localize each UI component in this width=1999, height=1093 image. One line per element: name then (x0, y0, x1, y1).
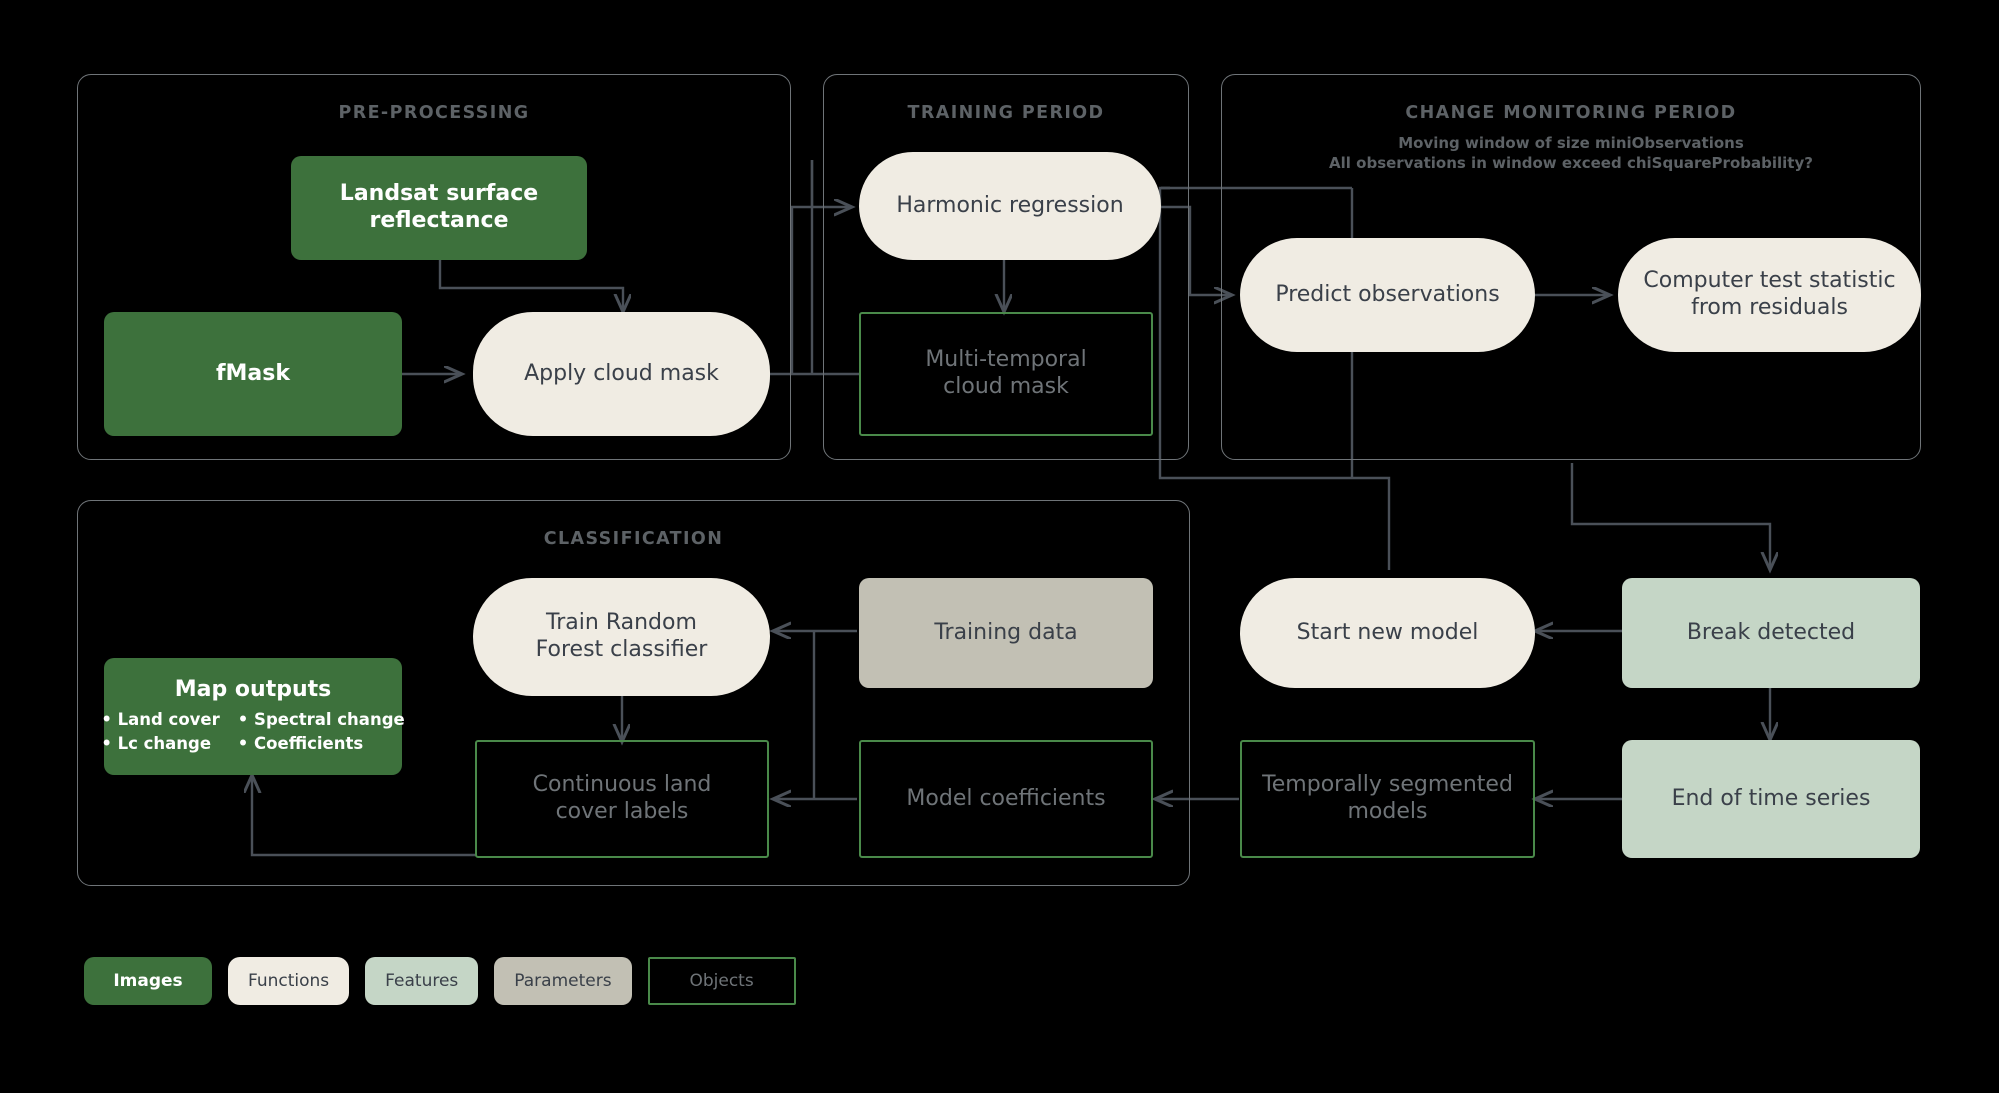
map-output-item: • Coefficients (237, 734, 364, 754)
map-output-item: • Land cover (101, 710, 220, 730)
map-output-item: • Lc change (101, 734, 212, 754)
panel-title-pre-processing: PRE-PROCESSING (338, 103, 530, 123)
panel-training-period: TRAINING PERIOD (823, 74, 1189, 460)
node-apply-cloud-mask[interactable]: Apply cloud mask (473, 312, 770, 436)
node-map-outputs[interactable]: Map outputs • Land cover • Lc change • S… (101, 658, 405, 775)
node-start-new-model[interactable]: Start new model (1240, 578, 1535, 688)
node-fmask[interactable]: fMask (104, 312, 402, 436)
map-output-item: • Spectral change (237, 710, 405, 730)
panel-change-monitoring-period: CHANGE MONITORING PERIOD Moving window o… (1221, 74, 1921, 460)
map-outputs-column-left: • Land cover • Lc change (101, 708, 219, 756)
map-outputs-title: Map outputs (174, 676, 332, 702)
panel-pre-processing: PRE-PROCESSING (77, 74, 791, 460)
legend-item-images[interactable]: Images (84, 957, 212, 1005)
panel-title-classification: CLASSIFICATION (543, 529, 724, 549)
node-predict-observations[interactable]: Predict observations (1240, 238, 1535, 352)
legend-item-features[interactable]: Features (365, 957, 479, 1005)
node-break-detected[interactable]: Break detected (1622, 578, 1920, 688)
panel-classification: CLASSIFICATION (77, 500, 1190, 886)
map-outputs-column-right: • Spectral change • Coefficients (238, 708, 405, 756)
node-training-data[interactable]: Training data (859, 578, 1153, 688)
panel-subtitle-change-monitoring-period: Moving window of size miniObservations A… (1222, 133, 1920, 174)
legend: Images Functions Features Parameters Obj… (84, 957, 796, 1005)
map-outputs-columns: • Land cover • Lc change • Spectral chan… (101, 708, 404, 756)
legend-item-objects[interactable]: Objects (647, 957, 796, 1005)
legend-item-functions[interactable]: Functions (228, 957, 350, 1005)
legend-item-parameters[interactable]: Parameters (494, 957, 632, 1005)
panel-subtitle-line-2: All observations in window exceed chiSqu… (1329, 154, 1813, 173)
panel-title-change-monitoring-period: CHANGE MONITORING PERIOD (1405, 103, 1737, 123)
node-model-coefficients[interactable]: Model coefficients (859, 740, 1153, 858)
panel-title-training-period: TRAINING PERIOD (907, 103, 1105, 123)
panel-subtitle-line-1: Moving window of size miniObservations (1398, 134, 1744, 152)
map-outputs-content: Map outputs • Land cover • Lc change • S… (101, 676, 404, 757)
node-harmonic-regression[interactable]: Harmonic regression (859, 152, 1161, 260)
node-end-of-time-series[interactable]: End of time series (1622, 740, 1920, 858)
